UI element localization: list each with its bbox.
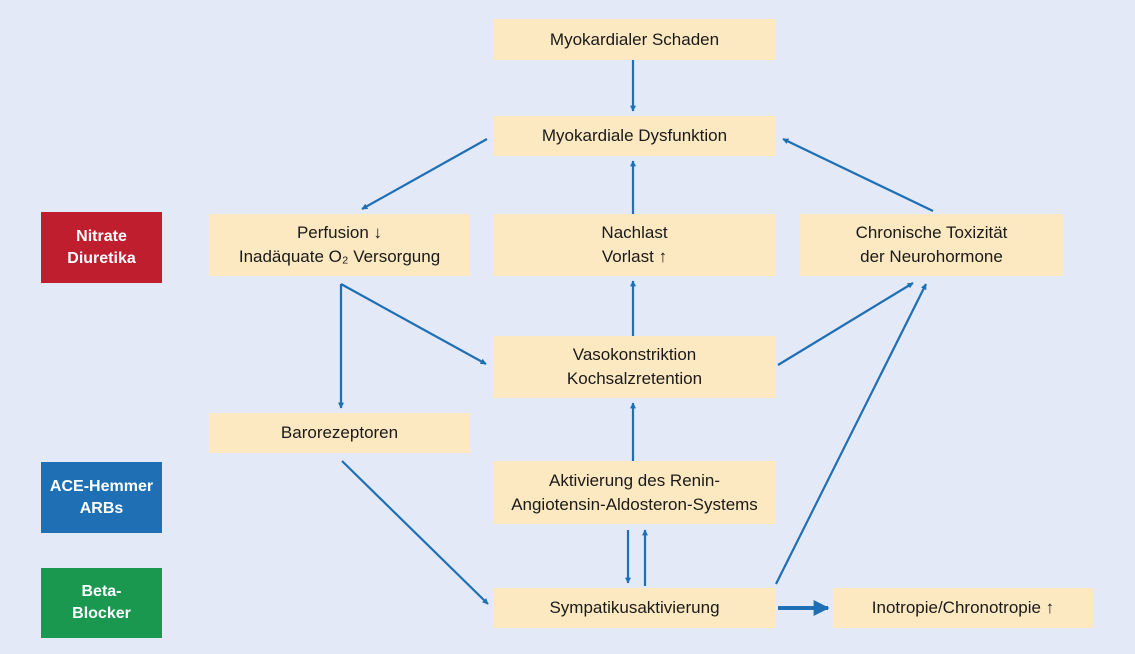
arrow-sympathetic-to-toxicity bbox=[775, 283, 927, 585]
node-vaso-line2: Kochsalzretention bbox=[566, 369, 703, 388]
drug-label-nitrates: Nitrate bbox=[76, 227, 127, 245]
node-inotropy-chronotropy: Inotropie/Chronotropie ↑ bbox=[833, 588, 1093, 628]
node-load-line2: Vorlast ↑ bbox=[601, 247, 668, 266]
arrow-vasoconstriction-to-toxicity bbox=[777, 282, 914, 366]
arrow-toxicity-to-dysfunction bbox=[782, 138, 934, 212]
node-raas-line1: Aktivierung des Renin- bbox=[548, 470, 721, 490]
arrow-dysfunction-to-perfusion bbox=[361, 138, 488, 210]
node-myocardial-damage: Myokardialer Schaden bbox=[493, 19, 776, 60]
node-raas-activation: Aktivierung des Renin- Angiotensin-Aldos… bbox=[493, 461, 776, 524]
node-baroreceptors-label: Barorezeptoren bbox=[280, 423, 399, 442]
arrow-perfusion-to-vasoconstriction bbox=[340, 283, 487, 365]
drug-label-beta: Beta- bbox=[81, 583, 122, 600]
drug-label-blocker: Blocker bbox=[72, 605, 131, 622]
drug-box-beta-blockers: Beta- Blocker bbox=[41, 568, 162, 638]
drug-label-arbs: ARBs bbox=[79, 499, 124, 517]
drug-label-diuretics: Diuretika bbox=[67, 249, 136, 267]
drug-box-ace-arbs: ACE-Hemmer ARBs bbox=[41, 462, 162, 533]
node-sympathetic-label: Sympatikusaktivierung bbox=[549, 598, 720, 617]
drug-label-ace-inhibitors: ACE-Hemmer bbox=[49, 477, 154, 495]
node-sympathetic-activation: Sympatikusaktivierung bbox=[493, 588, 776, 628]
node-perfusion-line1: Perfusion ↓ bbox=[296, 223, 383, 242]
node-raas-line2: Angiotensin-Aldosteron-Systems bbox=[511, 494, 758, 514]
node-load-line1: Nachlast bbox=[601, 223, 668, 242]
arrow-baroreceptors-to-sympathetic bbox=[341, 460, 489, 605]
node-vasoconstriction: Vasokonstriktion Kochsalzretention bbox=[493, 336, 776, 398]
drug-box-nitrates-diuretics: Nitrate Diuretika bbox=[41, 212, 162, 283]
node-myocardial-dysfunction-label: Myokardiale Dysfunktion bbox=[541, 126, 728, 145]
node-myocardial-dysfunction: Myokardiale Dysfunktion bbox=[493, 116, 776, 156]
node-perfusion-line2: Inadäquate O₂ Versorgung bbox=[238, 247, 441, 266]
node-neurohormone-toxicity: Chronische Toxizität der Neurohormone bbox=[800, 214, 1063, 276]
node-inotropy-label: Inotropie/Chronotropie ↑ bbox=[871, 598, 1055, 617]
node-perfusion: Perfusion ↓ Inadäquate O₂ Versorgung bbox=[209, 214, 470, 276]
node-toxicity-line1: Chronische Toxizität bbox=[855, 223, 1008, 242]
node-toxicity-line2: der Neurohormone bbox=[860, 247, 1003, 266]
node-load: Nachlast Vorlast ↑ bbox=[493, 214, 776, 276]
node-baroreceptors: Barorezeptoren bbox=[209, 413, 470, 453]
node-vaso-line1: Vasokonstriktion bbox=[572, 345, 697, 364]
node-myocardial-damage-label: Myokardialer Schaden bbox=[549, 29, 720, 49]
